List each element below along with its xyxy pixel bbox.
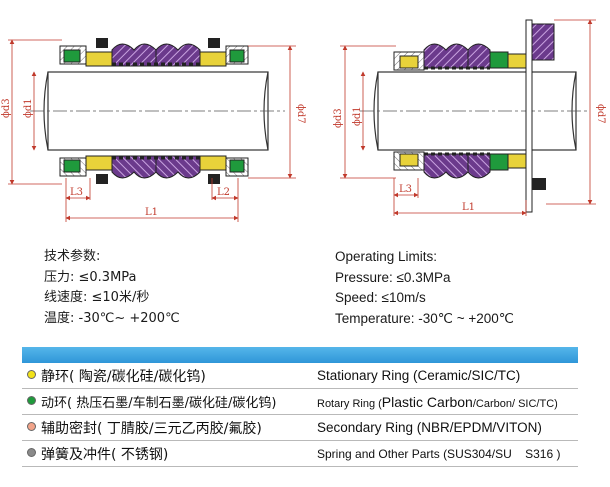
material-row-stationary-ring: 静环( 陶瓷/碳化硅/碳化钨) Stationary Ring (Ceramic… <box>22 363 578 389</box>
params-english: Operating Limits: Pressure: ≤0.3MPa Spee… <box>335 247 514 329</box>
left-seal-view: ϕd3 ϕd1 ϕd7 L3 L2 L1 <box>1 38 306 222</box>
right-label-d7: ϕd7 <box>595 104 606 124</box>
material-cn-label: 弹簧及冲件( 不锈钢) <box>41 446 169 463</box>
left-label-d1: ϕd1 <box>23 98 34 118</box>
material-row-spring-parts: 弹簧及冲件( 不锈钢) Spring and Other Parts (SUS3… <box>22 441 578 467</box>
material-en-label: Rotary Ring (Plastic Carbon/Carbon/ SIC/… <box>317 394 558 410</box>
left-label-d3: ϕd3 <box>1 98 12 118</box>
left-dimensions <box>8 39 296 222</box>
params-cn-speed: 线速度: ≤10米/秒 <box>44 290 150 305</box>
salmon-dot-icon <box>27 422 36 431</box>
material-row-secondary-ring: 辅助密封( 丁腈胶/三元乙丙胶/氟胶) Secondary Ring (NBR/… <box>22 415 578 441</box>
materials-header-bar <box>22 347 578 363</box>
right-label-d1: ϕd1 <box>352 106 363 126</box>
right-label-l1: L1 <box>462 202 475 213</box>
left-label-l2: L2 <box>217 187 230 198</box>
params-cn-temperature: 温度: -30℃~ +200℃ <box>44 310 180 326</box>
material-en-prefix: Rotary Ring ( <box>317 397 382 410</box>
green-dot-icon <box>27 396 36 405</box>
material-en-label: Spring and Other Parts (SUS304/SU S316 ) <box>317 446 561 461</box>
material-row-rotary-ring: 动环( 热压石墨/车制石墨/碳化硅/碳化钨) Rotary Ring (Plas… <box>22 389 578 415</box>
yellow-dot-icon <box>27 370 36 379</box>
params-en-title: Operating Limits: <box>335 249 438 264</box>
right-label-l3: L3 <box>399 184 412 195</box>
material-en-label: Secondary Ring (NBR/EPDM/VITON) <box>317 420 542 435</box>
left-label-l3: L3 <box>70 187 83 198</box>
material-en-label: Stationary Ring (Ceramic/SIC/TC) <box>317 368 521 383</box>
mechanical-seal-drawing: ϕd3 ϕd1 ϕd7 L3 L2 L1 <box>1 19 606 222</box>
material-cn-label: 辅助密封( 丁腈胶/三元乙丙胶/氟胶) <box>41 420 262 437</box>
params-cn-title: 技术参数: <box>44 249 101 264</box>
material-en-emphasis: Plastic Carbon <box>381 393 473 410</box>
material-cn-label: 静环( 陶瓷/碳化硅/碳化钨) <box>41 368 206 385</box>
params-en-pressure: Pressure: ≤0.3MPa <box>335 269 451 285</box>
params-chinese: 技术参数: 压力: ≤0.3MPa 线速度: ≤10米/秒 温度: -30℃~ … <box>44 247 180 329</box>
gray-dot-icon <box>27 448 36 457</box>
left-seal-top <box>59 38 249 67</box>
right-label-d3: ϕd3 <box>333 108 344 128</box>
left-label-d7: ϕd7 <box>295 104 306 124</box>
left-label-l1: L1 <box>145 207 158 218</box>
right-seal-bottom <box>393 151 527 179</box>
right-dimensions <box>340 19 596 216</box>
left-seal-bottom <box>59 155 249 184</box>
material-en-suffix: /Carbon/ SIC/TC) <box>472 397 558 410</box>
right-seal-top <box>393 43 527 71</box>
params-en-temperature: Temperature: -30℃ ~ +200℃ <box>335 310 514 326</box>
materials-list: 静环( 陶瓷/碳化硅/碳化钨) Stationary Ring (Ceramic… <box>22 363 578 467</box>
right-seal-view: ϕd3 ϕd1 ϕd7 L3 L1 <box>333 19 606 216</box>
material-cn-label: 动环( 热压石墨/车制石墨/碳化硅/碳化钨) <box>41 396 277 411</box>
params-cn-pressure: 压力: ≤0.3MPa <box>44 269 137 285</box>
params-en-speed: Speed: ≤10m/s <box>335 290 426 305</box>
